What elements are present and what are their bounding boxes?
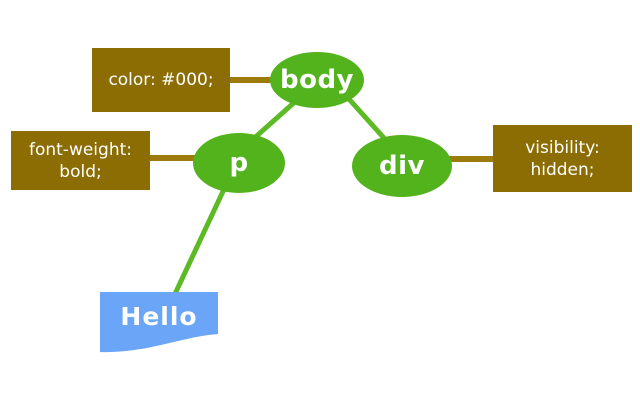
node-p: p bbox=[193, 133, 285, 193]
edge-body-p bbox=[248, 97, 300, 144]
rule-font-weight-line1: font-weight: bbox=[28, 139, 132, 160]
rule-visibility-line2: hidden; bbox=[530, 159, 595, 180]
node-body-label: body bbox=[279, 65, 355, 95]
rule-color-text: color: #000; bbox=[108, 70, 214, 90]
hello-text-node: Hello bbox=[100, 292, 218, 340]
rule-box-color: color: #000; bbox=[92, 48, 230, 112]
node-div-label: div bbox=[379, 151, 425, 181]
edge-body-div bbox=[345, 95, 387, 141]
rule-box-visibility: visibility: hidden; bbox=[493, 125, 632, 192]
rule-font-weight-line2: bold; bbox=[59, 161, 102, 182]
hello-text-label: Hello bbox=[120, 301, 198, 331]
node-p-label: p bbox=[229, 148, 249, 178]
node-div: div bbox=[352, 135, 452, 197]
rule-visibility-line1: visibility: bbox=[525, 137, 600, 158]
hello-flag-shape bbox=[100, 292, 218, 353]
rule-box-font-weight: font-weight: bold; bbox=[11, 131, 150, 190]
node-body: body bbox=[270, 52, 364, 108]
edge-p-hello bbox=[171, 182, 229, 299]
